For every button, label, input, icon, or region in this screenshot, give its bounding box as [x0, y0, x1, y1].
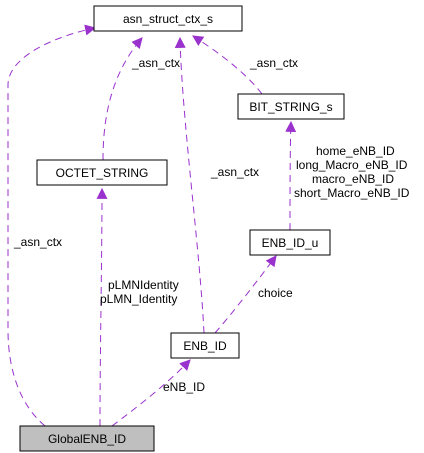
- edge-label-enb-id: eNB_ID: [163, 380, 205, 394]
- edge-enbid-to-ctx: [174, 36, 205, 334]
- edge-label-enbid-to-ctx: _asn_ctx: [210, 165, 259, 179]
- node-octet-string[interactable]: OCTET_STRING: [36, 159, 168, 186]
- edge-octet-to-ctx: [102, 37, 143, 161]
- edge-global-to-ctx: [7, 24, 97, 427]
- node-label-enb-id-u: ENB_ID_u: [262, 236, 319, 250]
- node-label-asn-struct-ctx-s: asn_struct_ctx_s: [123, 12, 213, 26]
- node-label-bit-string-s: BIT_STRING_s: [249, 100, 332, 114]
- node-asn-struct-ctx-s[interactable]: asn_struct_ctx_s: [93, 5, 243, 32]
- edge-global-to-enbid: [111, 359, 191, 427]
- edge-label-bitstring-to-ctx: _asn_ctx: [249, 56, 298, 70]
- edge-label-plmn-underscore-identity: pLMN_Identity: [100, 292, 177, 306]
- edge-label-macro-enb-id: macro_eNB_ID: [312, 172, 394, 186]
- edge-label-choice: choice: [258, 286, 293, 300]
- node-global-enb-id[interactable]: GlobalENB_ID: [19, 425, 155, 452]
- edge-global-to-octet: [96, 187, 108, 427]
- edge-label-plmn-identity: pLMNIdentity: [108, 278, 179, 292]
- node-label-global-enb-id: GlobalENB_ID: [48, 432, 126, 446]
- edge-enbid-to-enbidu: [214, 255, 277, 334]
- edge-enbidu-to-bitstring: [285, 120, 297, 231]
- node-enb-id-u[interactable]: ENB_ID_u: [249, 229, 331, 256]
- edge-labels: _asn_ctx _asn_ctx _asn_ctx _asn_ctx choi…: [13, 56, 410, 394]
- node-enb-id[interactable]: ENB_ID: [170, 332, 240, 359]
- node-label-octet-string: OCTET_STRING: [56, 166, 149, 180]
- edge-label-home-enb-id: home_eNB_ID: [316, 144, 395, 158]
- node-label-enb-id: ENB_ID: [183, 339, 227, 353]
- edges: [7, 24, 297, 427]
- edge-label-long-macro-enb-id: long_Macro_eNB_ID: [296, 158, 408, 172]
- node-bit-string-s[interactable]: BIT_STRING_s: [237, 93, 345, 120]
- edge-label-global-to-ctx: _asn_ctx: [13, 235, 62, 249]
- edge-label-short-macro-enb-id: short_Macro_eNB_ID: [294, 186, 410, 200]
- edge-label-octet-to-ctx: _asn_ctx: [131, 56, 180, 70]
